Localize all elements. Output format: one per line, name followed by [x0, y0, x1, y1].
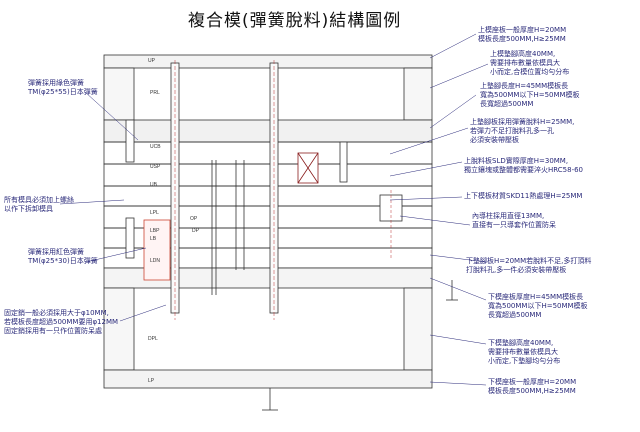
note-line: 打脫料孔,多一件必須安裝帶壓板	[466, 266, 567, 274]
note-line: 固定銷採用有一只作位置防呆處	[4, 327, 102, 335]
note-inner-guide: 內導柱採用直徑13MM, 直接有一只導套作位置防呆	[472, 212, 556, 230]
upper-pad-left	[103, 67, 135, 121]
note-line: 模板長度500MM,H≥25MM	[488, 387, 576, 395]
note-line: 上模墊腳高度40MM,	[490, 50, 556, 58]
note-upper-holder: 上墊腳長度H=45MM模板長 寬為500MM以下H=50MM模板 長寬超過500…	[480, 82, 580, 109]
plate-label: UCB	[150, 144, 161, 150]
note-line: 內導柱採用直徑13MM,	[472, 212, 545, 220]
note-line: 模板長度500MM,H≥25MM	[478, 35, 566, 43]
note-lower-pad: 下模墊腳高度40MM, 需要排布數量依模具大 小而定,下墊腳均勻分布	[488, 339, 560, 366]
plate-label: DPL	[148, 336, 158, 342]
note-line: 直接有一只導套作位置防呆	[472, 221, 556, 229]
upper-pad-right	[403, 67, 433, 121]
spring-upper-left	[125, 119, 135, 163]
lower-backing-plate	[103, 267, 433, 289]
note-line: 固定銷一般必須採用大于φ10MM,	[4, 309, 109, 317]
plate-label: OP	[190, 216, 198, 222]
upper-holder-plate	[103, 119, 433, 143]
note-line: 若彈力不足打脫料孔多一孔	[470, 127, 554, 135]
note-line: 需要排布數量依模具大	[488, 348, 558, 356]
note-line: 小而定,合模位置均勻分布	[490, 68, 570, 76]
note-line: 若模板長度超過500MM要用φ12MM	[4, 318, 119, 326]
note-stripper-back: 上墊腳板採用彈簧脫料H=25MM, 若彈力不足打脫料孔多一孔 必須安裝帶壓板	[470, 118, 574, 145]
note-line: 上模座板一般厚度H=20MM	[478, 26, 567, 34]
plate-label: USP	[150, 164, 161, 170]
note-line: 寬為500MM以下H=50MM模板	[488, 302, 588, 310]
plate-label: LDN	[150, 258, 160, 264]
note-line: 小而定,下墊腳均勻分布	[488, 357, 561, 365]
plate-label: LPL	[150, 210, 159, 216]
note-spring-lower: 彈簧採用紅色彈簧 TM(φ25*30)日本彈簧	[28, 248, 98, 266]
note-upper-base: 上模座板一般厚度H=20MM 模板長度500MM,H≥25MM	[478, 26, 566, 44]
note-line: 上脫料板SLD實際厚度H=30MM,	[464, 157, 569, 165]
note-lower-plate: 下墊腳板H=20MM若脫料不足,多打頂料 打脫料孔,多一件必須安裝帶壓板	[466, 257, 591, 275]
note-line: 彈簧採用紅色彈簧	[28, 248, 84, 256]
plate-label: UB	[150, 182, 158, 188]
note-line: 長寬超過500MM	[488, 311, 542, 319]
note-line: 下模座板一般厚度H=20MM	[488, 378, 577, 386]
note-guide-post: 固定銷一般必須採用大于φ10MM, 若模板長度超過500MM要用φ12MM 固定…	[4, 309, 118, 336]
plate-label: PRL	[150, 90, 160, 96]
note-line: 寬為500MM以下H=50MM模板	[480, 91, 580, 99]
spring-upper-right	[339, 141, 348, 183]
plate-label: LB	[150, 236, 157, 242]
note-line: 必須安裝帶壓板	[470, 136, 519, 144]
note-line: 長寬超過500MM	[480, 100, 534, 108]
note-line: TM(φ25*55)日本彈簧	[28, 88, 98, 96]
note-line: 下墊腳板H=20MM若脫料不足,多打頂料	[466, 257, 592, 265]
diagram-title: 複合模(彈簧脫料)結構圖例	[188, 11, 402, 31]
note-line: 獨立鑲塊或整體都需要淬火HRC58-60	[464, 166, 584, 174]
note-line: 上下模板材質SKD11熱處理H=25MM	[464, 192, 583, 200]
note-line: 上墊腳板採用彈簧脫料H=25MM,	[470, 118, 575, 126]
lower-pad-left	[103, 287, 135, 371]
screw-left	[125, 217, 135, 259]
note-die-skd11: 上下模板材質SKD11熱處理H=25MM	[464, 192, 582, 201]
note-spring-upper: 彈簧採用綠色彈簧 TM(φ25*55)日本彈簧	[28, 79, 98, 97]
note-line: 下模墊腳高度40MM,	[488, 339, 554, 347]
note-line: 所有模具必須加上螺絲	[4, 196, 74, 204]
note-upper-pad: 上模墊腳高度40MM, 需要排布數量依模具大 小而定,合模位置均勻分布	[490, 50, 569, 77]
note-lower-holder: 下模座板厚度H=45MM模板長 寬為500MM以下H=50MM模板 長寬超過50…	[488, 293, 588, 320]
plate-label: UP	[148, 58, 156, 64]
plate-label: DP	[192, 228, 200, 234]
note-line: 下模座板厚度H=45MM模板長	[488, 293, 584, 301]
lower-pad-right	[403, 287, 433, 371]
note-stripper-sld: 上脫料板SLD實際厚度H=30MM, 獨立鑲塊或整體都需要淬火HRC58-60	[464, 157, 583, 175]
upper-base-plate	[103, 54, 433, 69]
note-line: 彈簧採用綠色彈簧	[28, 79, 84, 87]
note-line: 以作下拆卸模具	[4, 205, 53, 213]
note-bolt: 所有模具必須加上螺絲 以作下拆卸模具	[4, 196, 74, 214]
plate-label: LP	[148, 378, 155, 384]
lower-spring-area	[143, 219, 171, 281]
note-lower-base: 下模座板一般厚度H=20MM 模板長度500MM,H≥25MM	[488, 378, 576, 396]
note-line: 需要排布數量依模具大	[490, 59, 560, 67]
note-line: TM(φ25*30)日本彈簧	[28, 257, 98, 265]
lower-base-plate	[103, 369, 433, 389]
note-line: 上墊腳長度H=45MM模板長	[480, 82, 569, 90]
plate-label: LBP	[150, 228, 160, 234]
